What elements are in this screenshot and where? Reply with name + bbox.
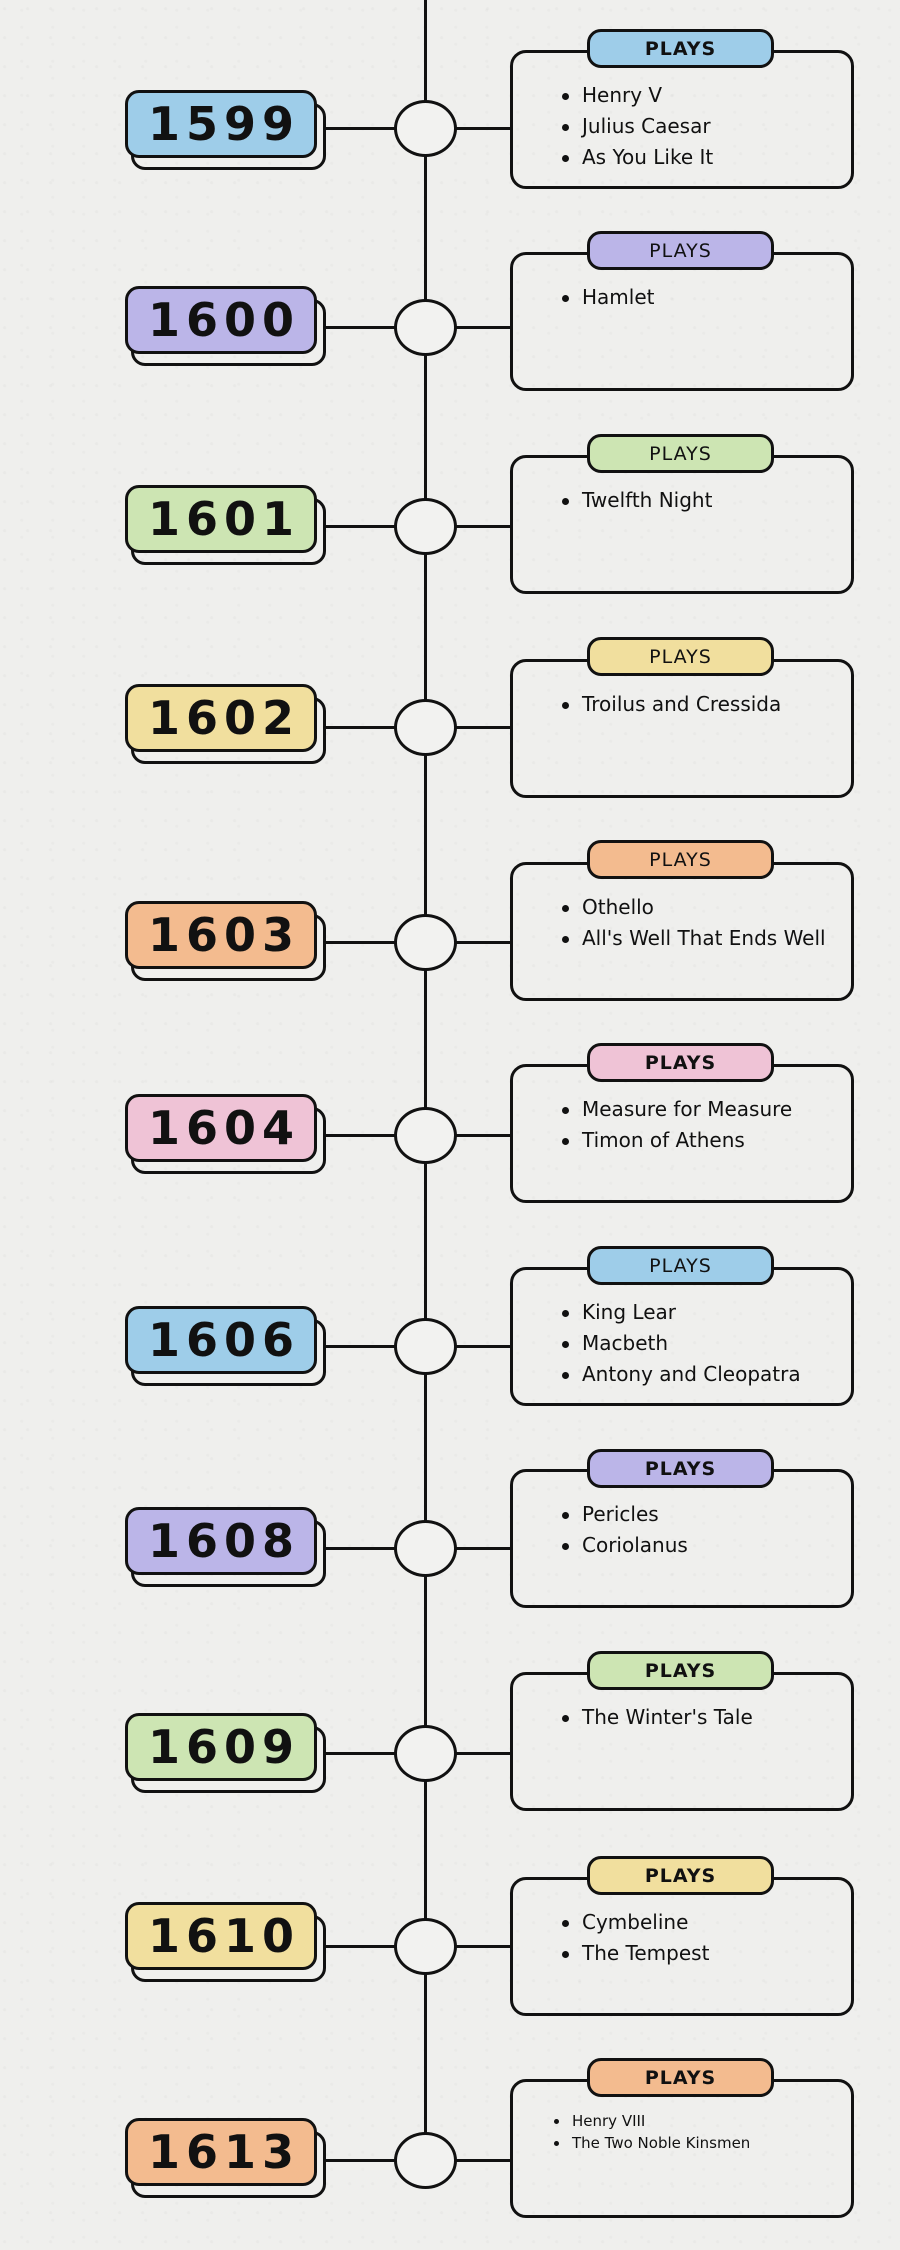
play-item: King Lear xyxy=(556,1297,801,1328)
plays-card xyxy=(510,455,854,594)
play-item: As You Like It xyxy=(556,142,713,173)
play-item: Othello xyxy=(556,892,826,923)
connector-left xyxy=(326,127,396,130)
timeline-node xyxy=(394,1107,457,1164)
timeline-node xyxy=(394,1318,457,1375)
year-label: 1599 xyxy=(125,90,317,158)
connector-right xyxy=(455,525,512,528)
timeline-node xyxy=(394,299,457,356)
play-item: Coriolanus xyxy=(556,1530,688,1561)
connector-right xyxy=(455,1134,512,1137)
connector-left xyxy=(326,941,396,944)
play-item: Cymbeline xyxy=(556,1907,709,1938)
play-item: Julius Caesar xyxy=(556,111,713,142)
year-label: 1602 xyxy=(125,684,317,752)
connector-right xyxy=(455,2159,512,2162)
year-label: 1610 xyxy=(125,1902,317,1970)
plays-list: The Winter's Tale xyxy=(556,1702,753,1733)
plays-list: Troilus and Cressida xyxy=(556,689,781,720)
connector-left xyxy=(326,1752,396,1755)
year-label: 1613 xyxy=(125,2118,317,2186)
plays-tag: PLAYS xyxy=(587,1043,774,1082)
timeline-node xyxy=(394,1725,457,1782)
connector-left xyxy=(326,1345,396,1348)
connector-left xyxy=(326,525,396,528)
play-item: Measure for Measure xyxy=(556,1094,792,1125)
connector-right xyxy=(455,941,512,944)
plays-card xyxy=(510,1672,854,1811)
connector-left xyxy=(326,1945,396,1948)
play-item: Hamlet xyxy=(556,282,654,313)
connector-left xyxy=(326,1547,396,1550)
play-item: The Winter's Tale xyxy=(556,1702,753,1733)
plays-tag: PLAYS xyxy=(587,1856,774,1895)
play-item: Timon of Athens xyxy=(556,1125,792,1156)
timeline-node xyxy=(394,1520,457,1577)
plays-tag: PLAYS xyxy=(587,434,774,473)
plays-tag: PLAYS xyxy=(587,1449,774,1488)
plays-list: Twelfth Night xyxy=(556,485,712,516)
connector-left xyxy=(326,726,396,729)
plays-tag: PLAYS xyxy=(587,2058,774,2097)
connector-right xyxy=(455,1752,512,1755)
year-label: 1604 xyxy=(125,1094,317,1162)
timeline-node xyxy=(394,100,457,157)
plays-card xyxy=(510,252,854,391)
play-item: All's Well That Ends Well xyxy=(556,923,826,954)
timeline-spine xyxy=(424,0,427,2160)
year-label: 1600 xyxy=(125,286,317,354)
play-item: Henry V xyxy=(556,80,713,111)
play-item: Troilus and Cressida xyxy=(556,689,781,720)
timeline-node xyxy=(394,2132,457,2189)
play-item: Pericles xyxy=(556,1499,688,1530)
plays-tag: PLAYS xyxy=(587,231,774,270)
connector-right xyxy=(455,1345,512,1348)
plays-tag: PLAYS xyxy=(587,1651,774,1690)
connector-right xyxy=(455,326,512,329)
plays-list: Hamlet xyxy=(556,282,654,313)
connector-left xyxy=(326,326,396,329)
plays-tag: PLAYS xyxy=(587,840,774,879)
connector-left xyxy=(326,1134,396,1137)
play-item: Macbeth xyxy=(556,1328,801,1359)
year-label: 1608 xyxy=(125,1507,317,1575)
connector-right xyxy=(455,726,512,729)
play-item: Henry VIII xyxy=(552,2110,750,2132)
timeline-node xyxy=(394,914,457,971)
plays-tag: PLAYS xyxy=(587,29,774,68)
year-label: 1609 xyxy=(125,1713,317,1781)
year-label: 1601 xyxy=(125,485,317,553)
timeline-node xyxy=(394,498,457,555)
year-label: 1606 xyxy=(125,1306,317,1374)
timeline-node xyxy=(394,699,457,756)
play-item: The Tempest xyxy=(556,1938,709,1969)
play-item: The Two Noble Kinsmen xyxy=(552,2132,750,2154)
play-item: Antony and Cleopatra xyxy=(556,1359,801,1390)
connector-right xyxy=(455,1547,512,1550)
connector-right xyxy=(455,1945,512,1948)
connector-right xyxy=(455,127,512,130)
plays-tag: PLAYS xyxy=(587,1246,774,1285)
play-item: Twelfth Night xyxy=(556,485,712,516)
plays-card xyxy=(510,659,854,798)
plays-tag: PLAYS xyxy=(587,637,774,676)
connector-left xyxy=(326,2159,396,2162)
year-label: 1603 xyxy=(125,901,317,969)
timeline-node xyxy=(394,1918,457,1975)
